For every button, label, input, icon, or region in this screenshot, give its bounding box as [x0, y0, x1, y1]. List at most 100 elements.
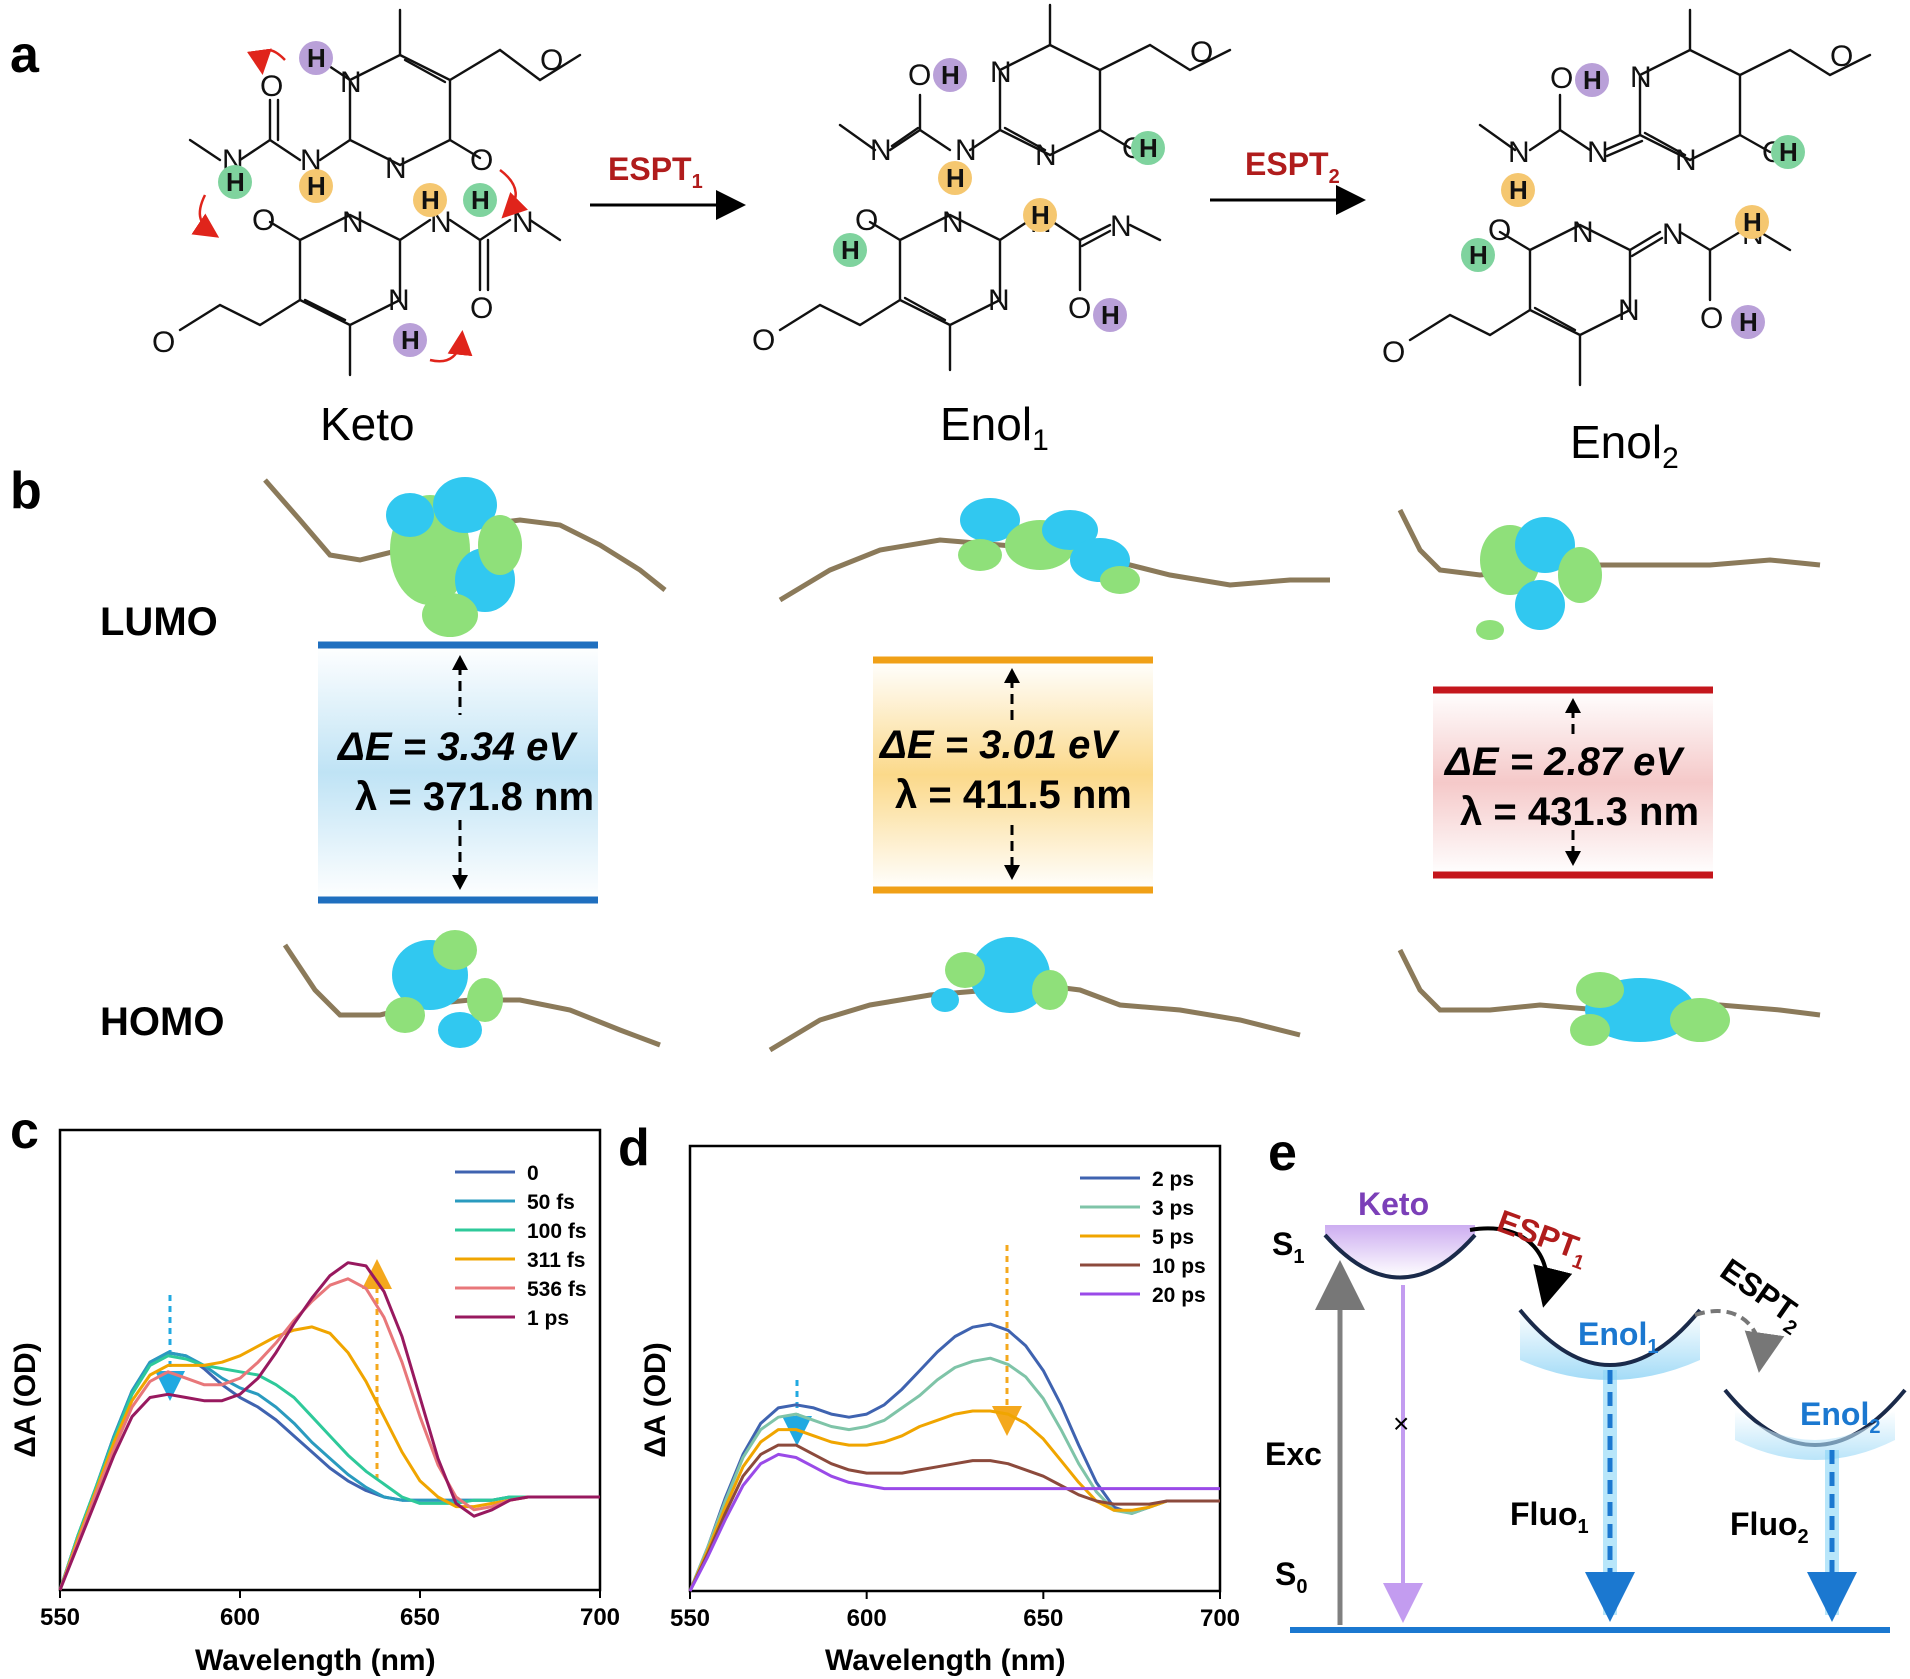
atom-o: O	[752, 324, 775, 357]
gap-keto-energy: ΔE = 3.34 eV	[336, 725, 578, 769]
legend-label: 2 ps	[1152, 1168, 1194, 1191]
atom-h: H	[946, 163, 965, 193]
homo-orbital-enol2	[1397, 948, 1821, 1046]
atom-h: H	[421, 185, 440, 215]
series-line	[688, 1409, 1220, 1592]
x-tick-label: 550	[670, 1605, 710, 1632]
espt1-label: ESPT1	[608, 151, 703, 193]
x-tick-label: 650	[400, 1604, 440, 1631]
atom-n: N	[870, 134, 892, 167]
enol1-structure: N N N N O O O H H H O N N N N O O H H H	[752, 3, 1232, 372]
atom-h: H	[941, 60, 960, 90]
gap-enol2-wavelength: λ = 431.3 nm	[1460, 790, 1699, 834]
energy-diagram: e × S1 S0 Keto ESPT1 Enol1 ESPT2 Enol2 E…	[1265, 1124, 1907, 1633]
atom-n: N	[342, 206, 364, 239]
s0-label: S0	[1275, 1556, 1307, 1598]
atom-h: H	[1779, 137, 1798, 167]
atom-n: N	[988, 284, 1010, 317]
atom-o: O	[1488, 214, 1511, 247]
atom-o: O	[1700, 302, 1723, 335]
atom-n: N	[1675, 144, 1697, 177]
atom-n: N	[955, 134, 977, 167]
atom-o: O	[540, 44, 563, 77]
atom-h: H	[1583, 65, 1602, 95]
atom-n: N	[1587, 136, 1609, 169]
series-line	[58, 1261, 600, 1591]
atom-h: H	[1101, 300, 1120, 330]
enol1-well	[1518, 1308, 1702, 1367]
chart-d-xlabel: Wavelength (nm)	[825, 1644, 1066, 1677]
x-tick-label: 600	[847, 1605, 887, 1632]
enol2-well-fill	[1735, 1410, 1895, 1460]
atom-n: N	[1662, 218, 1684, 251]
atom-n: N	[385, 152, 407, 185]
gap-enol1-energy: ΔE = 3.01 eV	[878, 723, 1120, 767]
series-line	[58, 1354, 600, 1591]
keto-well-fill	[1325, 1225, 1475, 1278]
atom-o: O	[260, 70, 283, 103]
forbidden-mark: ×	[1393, 1408, 1409, 1439]
chart-d-frame	[688, 1144, 1222, 1593]
chart-c-frame	[58, 1128, 602, 1592]
atom-h: H	[841, 235, 860, 265]
atom-h: H	[1139, 133, 1158, 163]
gap-enol1: ΔE = 3.01 eV λ = 411.5 nm	[873, 656, 1153, 894]
enol2-label: Enol2	[1570, 416, 1679, 475]
x-tick-label: 550	[40, 1604, 80, 1631]
atom-h: H	[1509, 175, 1528, 205]
atom-n: N	[1035, 139, 1057, 172]
chart-d-ylabel: ΔA (OD)	[639, 1342, 672, 1457]
x-tick-label: 700	[1200, 1605, 1240, 1632]
atom-n: N	[300, 144, 322, 177]
homo-label: HOMO	[100, 1000, 224, 1044]
atom-o: O	[1382, 336, 1405, 369]
atom-o: O	[1190, 36, 1213, 69]
gap-keto-wavelength: λ = 371.8 nm	[355, 775, 594, 819]
atom-h: H	[307, 43, 326, 73]
gap-enol1-wavelength: λ = 411.5 nm	[895, 773, 1132, 817]
legend-label: 0	[527, 1162, 539, 1185]
enol1-label: Enol1	[940, 398, 1049, 457]
series-line	[688, 1356, 1220, 1592]
panel-label-b: b	[10, 462, 42, 520]
atom-h: H	[1469, 240, 1488, 270]
panel-label-d: d	[618, 1119, 650, 1177]
atom-o: O	[252, 204, 275, 237]
atom-n: N	[1508, 136, 1530, 169]
atom-o: O	[855, 204, 878, 237]
lumo-orbital-enol1	[778, 498, 1330, 603]
keto-well	[1323, 1233, 1477, 1280]
atom-h: H	[1743, 207, 1762, 237]
lumo-label: LUMO	[100, 600, 218, 644]
series-line	[688, 1443, 1220, 1592]
atom-n: N	[990, 56, 1012, 89]
atom-n: N	[1618, 294, 1640, 327]
legend-label: 100 fs	[527, 1220, 587, 1243]
espt2-label: ESPT2	[1245, 146, 1340, 188]
panel-label-e: e	[1268, 1124, 1297, 1182]
legend-label: 1 ps	[527, 1307, 569, 1330]
s1-label: S1	[1272, 1226, 1304, 1268]
x-tick-label: 600	[220, 1604, 260, 1631]
fluo1-label: Fluo1	[1510, 1496, 1589, 1538]
enol2-state-label: Enol2	[1800, 1396, 1880, 1438]
atom-n: N	[1110, 210, 1132, 243]
atom-h: H	[307, 171, 326, 201]
legend-label: 3 ps	[1152, 1197, 1194, 1220]
fluo2-label: Fluo2	[1730, 1506, 1809, 1548]
legend-label: 536 fs	[527, 1278, 587, 1301]
x-tick-label: 700	[580, 1604, 620, 1631]
legend-label: 10 ps	[1152, 1255, 1206, 1278]
lumo-orbital-enol2	[1397, 508, 1821, 640]
legend-label: 20 ps	[1152, 1284, 1206, 1307]
chart-c-xlabel: Wavelength (nm)	[195, 1644, 436, 1677]
panel-label-c: c	[10, 1102, 39, 1160]
atom-h: H	[1739, 307, 1758, 337]
keto-label: Keto	[320, 398, 415, 450]
atom-h: H	[1031, 200, 1050, 230]
lumo-orbital-keto	[263, 477, 667, 637]
atom-n: N	[512, 206, 534, 239]
atom-o: O	[1068, 292, 1091, 325]
